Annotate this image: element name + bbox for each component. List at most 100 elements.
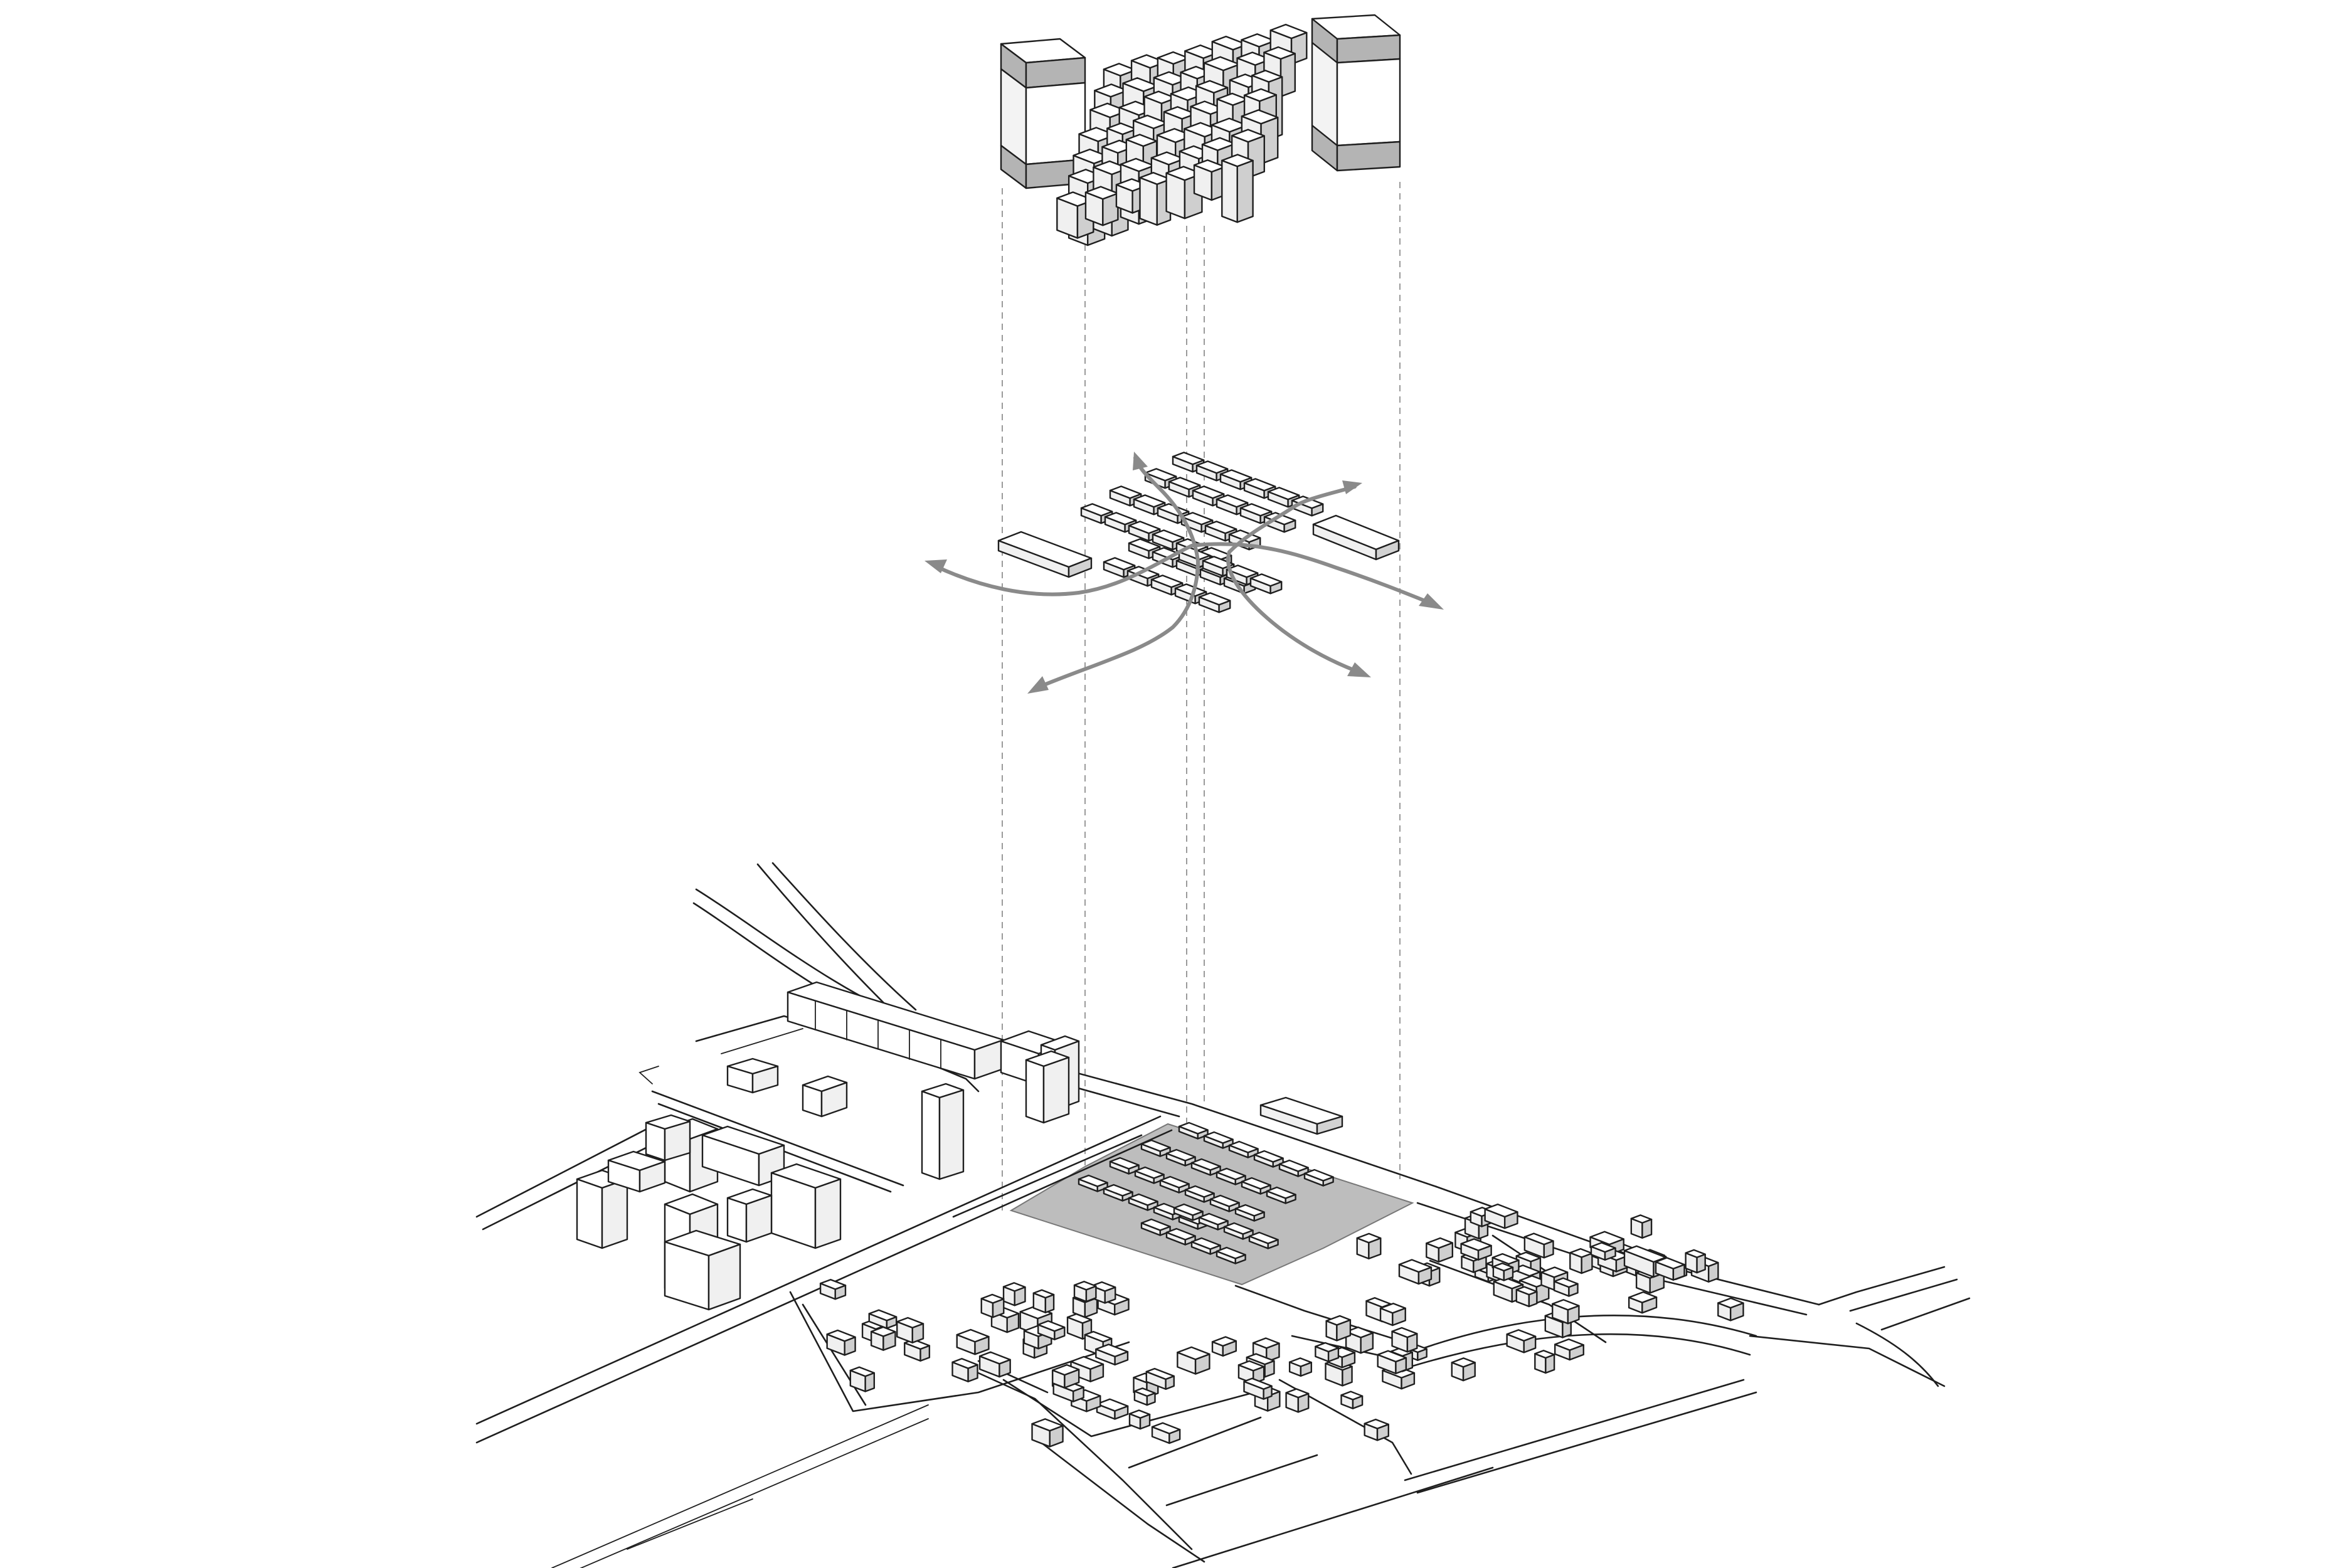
house [1052,1364,1080,1389]
house [1031,1418,1064,1448]
site-block [1128,1193,1158,1211]
house [1133,1387,1156,1406]
site-block [1198,1212,1229,1231]
circulation-block [1263,512,1296,533]
northwest-buildings [576,1057,848,1311]
house [1391,1327,1418,1353]
house [1534,1350,1555,1374]
site-block [1248,1231,1279,1249]
house [1345,1326,1374,1354]
house [1073,1281,1097,1303]
circulation-block [1216,494,1249,516]
house [1717,1297,1744,1322]
arrow-head-southeast [1347,662,1371,677]
house [1628,1291,1658,1314]
cluster-block [1193,159,1226,201]
arrow-head-east [1419,593,1444,610]
site-block [1173,1203,1204,1221]
circulation-layer [924,452,1444,694]
site-block [1103,1184,1133,1202]
house [956,1328,990,1355]
site-block [1266,1186,1296,1204]
house [1177,1346,1210,1375]
circulation-block [1243,478,1276,499]
house [951,1358,978,1382]
site-block [1190,1158,1221,1176]
house [849,1366,876,1392]
house [1032,1289,1055,1313]
site-block [1216,1246,1246,1264]
house [1356,1232,1382,1260]
house [1002,1282,1026,1306]
house [1285,1388,1310,1413]
house [1523,1232,1554,1259]
house [1095,1343,1129,1366]
house [904,1338,931,1362]
site-block [1234,1204,1265,1222]
house [1685,1249,1706,1274]
house [1590,1242,1616,1261]
house [978,1351,1011,1378]
house [1554,1338,1584,1361]
house [1315,1342,1340,1362]
house [1377,1350,1407,1375]
cluster-block [1084,186,1119,226]
house [1070,1355,1104,1382]
tower-right [1311,14,1401,172]
house [870,1326,896,1351]
site-block [1209,1194,1240,1212]
site-block-grid [1078,1121,1334,1264]
north-row-buildings [787,981,1343,1180]
house [1426,1237,1454,1263]
site-block [1178,1121,1209,1140]
house [1552,1299,1580,1325]
site-block [1165,1148,1196,1167]
slab-right [1312,514,1400,561]
house [1451,1357,1476,1382]
house [1379,1303,1406,1327]
house [1325,1315,1352,1342]
house [1398,1259,1433,1285]
house [1569,1248,1593,1274]
house [826,1329,856,1356]
site-block [1303,1168,1334,1187]
site-block [1140,1139,1171,1157]
house [1630,1214,1653,1239]
house [1484,1203,1518,1229]
house [1515,1286,1538,1308]
house [1288,1357,1313,1377]
house [1492,1262,1514,1281]
arrow-head-west [924,559,947,573]
house [1553,1277,1579,1297]
house [1151,1422,1181,1444]
circulation-block [1198,592,1231,613]
site-block [1228,1140,1259,1158]
residential-houses [819,1203,1744,1448]
circulation-block-grid [1080,452,1324,613]
arrow-head-southwest [1027,676,1049,694]
site-block [1159,1175,1190,1194]
slab-left [997,531,1093,578]
house [1364,1418,1389,1441]
house [1096,1398,1129,1420]
house [1128,1409,1151,1430]
site-block [1253,1150,1284,1168]
circulation-block [1249,573,1283,595]
site-context-layer [475,862,1971,1568]
house [1037,1320,1066,1340]
circulation-block [1109,485,1142,507]
arrow-head-northwest [1133,452,1148,470]
arrow-head-northeast [1342,480,1362,494]
house [819,1278,847,1300]
tower-left [1000,38,1086,189]
house [980,1293,1005,1318]
house [1145,1367,1175,1391]
flow-arrows [924,452,1444,694]
house [1243,1377,1273,1400]
circulation-block [1128,538,1161,559]
massing-layer [1000,14,1401,246]
site-block [1078,1174,1108,1192]
site-block [1165,1227,1196,1246]
house [1325,1359,1353,1387]
